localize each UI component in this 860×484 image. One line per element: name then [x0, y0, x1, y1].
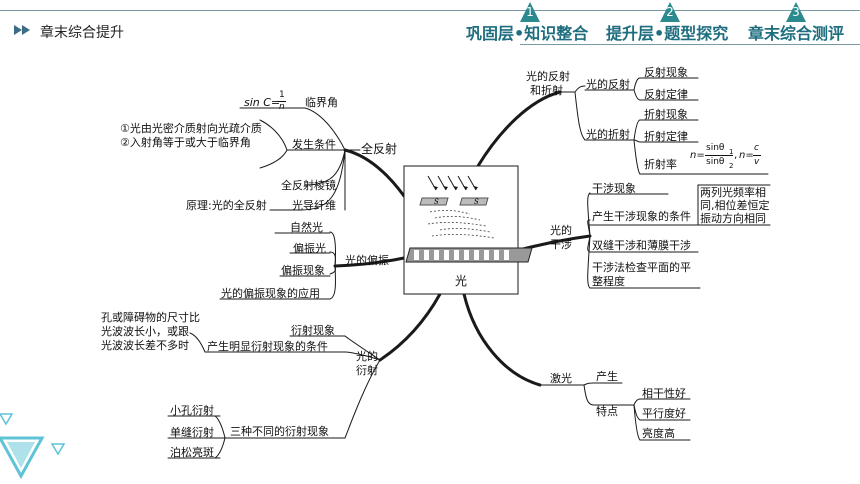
critical-angle-node: 临界角 — [305, 96, 338, 109]
principle-text: 原理:光的全反射 — [186, 199, 267, 212]
formula-numerator: 1 — [279, 90, 285, 100]
formula-c: c — [754, 143, 759, 153]
condition-text-1: ①光由光密介质射向光疏介质 — [120, 122, 262, 135]
polarization-application-node: 光的偏振现象的应用 — [221, 287, 320, 300]
polarization-label: 光的偏振 — [345, 254, 389, 267]
flatness-text-2: 整程度 — [592, 275, 625, 288]
refractive-index-node: 折射率 — [644, 158, 677, 171]
interference-label-2: 干涉 — [550, 238, 572, 251]
formula-sep: , — [734, 150, 738, 161]
fraction-bar — [753, 155, 761, 156]
diffraction-label-2: 衍射 — [356, 364, 378, 377]
parallelism-node: 平行度好 — [642, 407, 686, 420]
refraction-phenomenon-node: 折射现象 — [644, 108, 688, 121]
hole-diffraction-node: 小孔衍射 — [170, 404, 214, 417]
decoration-triangles — [0, 413, 66, 480]
header-bottom-line — [520, 44, 860, 45]
svg-text:S: S — [474, 198, 479, 206]
coherence-node: 相干性好 — [642, 387, 686, 400]
formula-sin-theta-1: sinθ — [706, 143, 725, 153]
reflection-refraction-label-2: 和折射 — [530, 84, 563, 97]
three-kinds-node: 三种不同的衍射现象 — [230, 425, 329, 438]
branch-diffraction — [378, 292, 442, 362]
fiber-node: 光导纤维 — [292, 199, 336, 212]
header-top-line — [0, 10, 860, 11]
reflection-law-node: 反射定律 — [644, 88, 688, 101]
formula-n: n= — [690, 150, 705, 161]
polarized-light-node: 偏振光 — [293, 242, 326, 255]
total-reflection-label: 全反射 — [361, 142, 398, 156]
natural-light-node: 自然光 — [290, 221, 323, 234]
header: 章末综合提升 1 巩固层•知识整合 2 提升层•题型探究 3 章末综合测评 — [0, 0, 860, 48]
branch-polarization — [333, 256, 406, 268]
formula-sin-c: sin C= — [244, 96, 281, 109]
laser-label: 激光 — [550, 372, 572, 385]
interference-condition-text-1: 两列光频率相 — [700, 186, 766, 199]
formula-n2: n= — [739, 150, 754, 161]
reflection-node: 光的反射 — [586, 78, 630, 91]
center-illustration: S S — [403, 165, 533, 295]
reflection-phenomenon-node: 反射现象 — [644, 66, 688, 79]
laser-produce-node: 产生 — [596, 370, 618, 383]
refraction-node: 光的折射 — [586, 128, 630, 141]
condition-text-2: ②入射角等于或大于临界角 — [120, 136, 251, 149]
tab-label: 提升层•题型探究 — [606, 24, 729, 43]
interference-label-1: 光的 — [550, 224, 572, 237]
center-label: 光 — [455, 274, 468, 288]
branch-total-reflection — [343, 148, 406, 198]
slit-diffraction-node: 单缝衍射 — [170, 426, 214, 439]
tab-label: 巩固层•知识整合 — [466, 24, 589, 43]
diffraction-condition-node: 产生明显衍射现象的条件 — [207, 340, 328, 353]
interference-condition-text-2: 同,相位差恒定 — [700, 199, 770, 212]
diffraction-condition-text-1: 孔或障碍物的尺寸比 — [101, 311, 200, 324]
refraction-law-node: 折射定律 — [644, 130, 688, 143]
branch-reflection-refraction — [476, 90, 562, 168]
branch-laser — [462, 292, 542, 387]
fraction-bar — [705, 155, 733, 156]
diffraction-phenomenon-node: 衍射现象 — [291, 324, 335, 337]
formula-sin-theta-2: sinθ — [706, 157, 725, 167]
poisson-spot-node: 泊松亮斑 — [170, 446, 214, 459]
condition-node: 发生条件 — [292, 138, 336, 151]
play-icon — [14, 25, 22, 35]
diffraction-condition-text-2: 光波波长小，或跟 — [101, 325, 189, 338]
brightness-node: 亮度高 — [642, 427, 675, 440]
formula-denominator: n — [279, 102, 285, 112]
laser-features-node: 特点 — [596, 405, 618, 418]
flatness-text-1: 干涉法检查平面的平 — [592, 261, 691, 274]
interference-condition-text-3: 振动方向相同 — [700, 212, 766, 225]
svg-text:S: S — [434, 198, 439, 206]
diffraction-label-1: 光的 — [356, 350, 378, 363]
formula-sub-2: 2 — [729, 162, 734, 170]
play-icon-2 — [22, 25, 30, 35]
diffraction-condition-text-3: 光波波长差不多时 — [101, 339, 189, 352]
formula-sub-1: 1 — [729, 148, 734, 156]
prism-node: 全反射棱镜 — [281, 179, 336, 192]
interference-phenomenon-node: 干涉现象 — [592, 182, 636, 195]
fraction-bar — [277, 101, 286, 102]
double-slit-node: 双缝干涉和薄膜干涉 — [592, 239, 691, 252]
tab-label: 章末综合测评 — [748, 24, 845, 43]
polarization-phenomenon-node: 偏振现象 — [281, 264, 325, 277]
formula-v: v — [754, 157, 760, 167]
section-title: 章末综合提升 — [40, 25, 124, 41]
interference-condition-node: 产生干涉现象的条件 — [592, 210, 691, 223]
reflection-refraction-label-1: 光的反射 — [526, 70, 570, 83]
